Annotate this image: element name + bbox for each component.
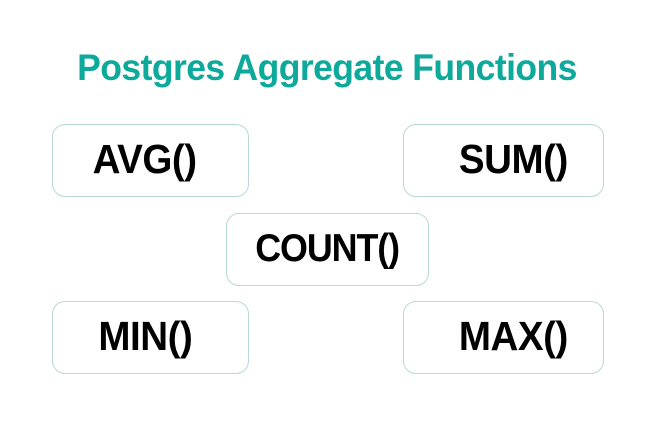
function-card-sum[interactable]: SUM() <box>403 124 604 197</box>
page-title: Postgres Aggregate Functions <box>77 47 577 88</box>
function-card-avg[interactable]: AVG() <box>52 124 249 197</box>
function-label-min: MIN() <box>97 313 192 359</box>
function-label-sum: SUM() <box>458 136 568 182</box>
function-card-count[interactable]: COUNT() <box>226 213 429 286</box>
function-label-count: COUNT() <box>255 227 401 270</box>
function-card-min[interactable]: MIN() <box>52 301 249 374</box>
function-label-avg: AVG() <box>92 136 197 182</box>
function-card-max[interactable]: MAX() <box>403 301 604 374</box>
function-label-max: MAX() <box>458 313 568 359</box>
